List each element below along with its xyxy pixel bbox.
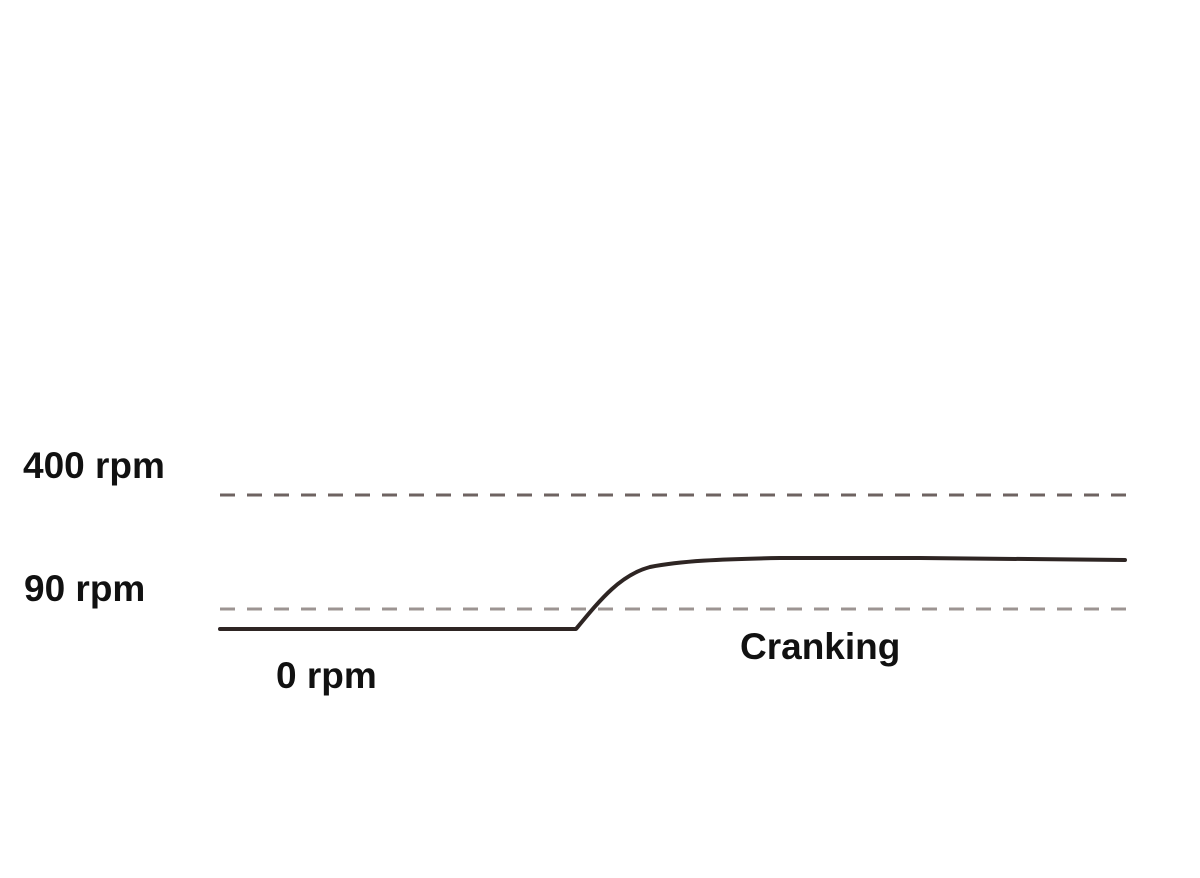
label-0-rpm: 0 rpm [276, 655, 377, 696]
engine-speed-trace [218, 556, 1127, 631]
label-90-rpm: 90 rpm [24, 568, 145, 609]
label-400-rpm: 400 rpm [23, 445, 165, 486]
label-cranking: Cranking [740, 626, 900, 667]
